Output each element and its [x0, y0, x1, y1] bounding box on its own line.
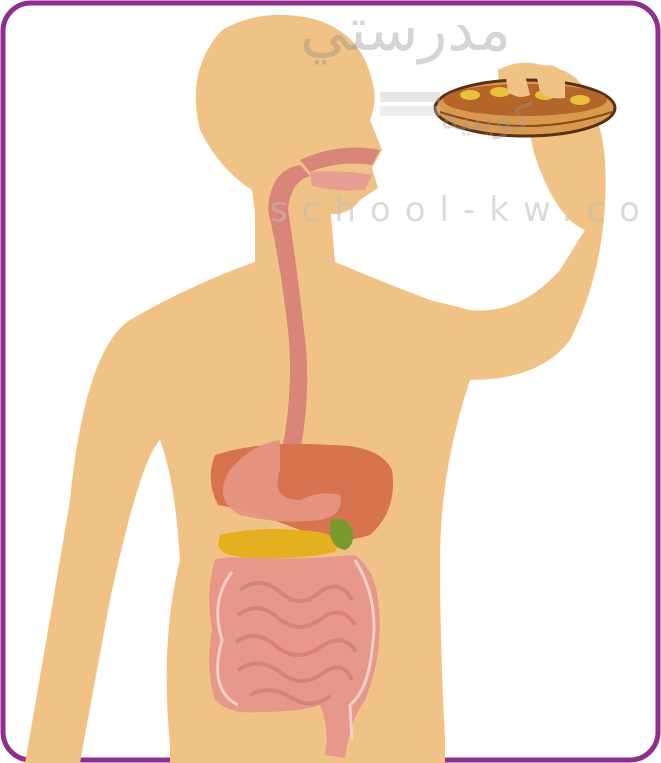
tongue [310, 171, 372, 190]
svg-text:مدرستي: مدرستي [300, 0, 511, 65]
pancreas [218, 529, 338, 558]
watermark-arabic-text: كويتية [440, 95, 533, 140]
